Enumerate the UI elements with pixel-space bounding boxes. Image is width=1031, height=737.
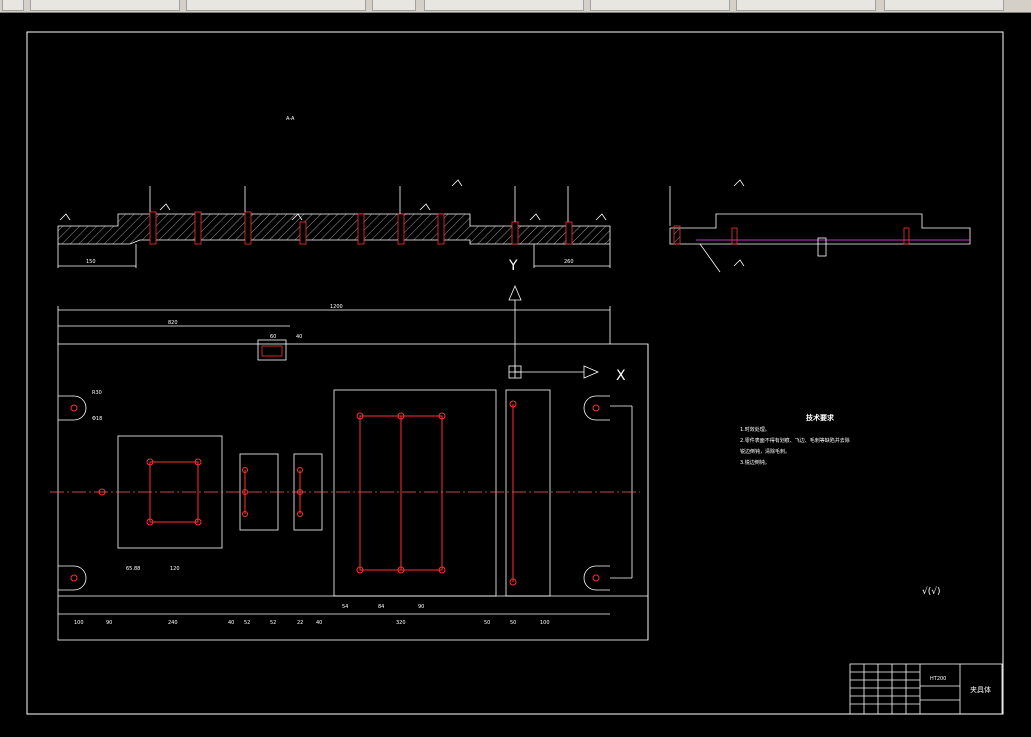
note-2: 2.零件表面不得有划痕、飞边、毛刺等缺陷并去除 xyxy=(740,437,850,444)
dim-inner-3: 54 xyxy=(342,604,348,610)
dim-left-section: 150 xyxy=(86,259,96,265)
dim-sub-length: 820 xyxy=(168,320,178,326)
dim-inner-4: 84 xyxy=(378,604,384,610)
note-3: 锐边倒钝，清除毛刺。 xyxy=(740,448,790,455)
note-1: 1.时效处理。 xyxy=(740,426,770,433)
dim-inner-1: 65.88 xyxy=(126,566,140,572)
plotstyle-dropdown[interactable] xyxy=(884,0,1004,11)
dim-bottom-5: 52 xyxy=(244,620,250,626)
axis-y-label: Y xyxy=(508,258,518,274)
dim-bottom-4: 40 xyxy=(228,620,234,626)
dim-bottom-7: 22 xyxy=(297,620,303,626)
dim-inner-5: 90 xyxy=(418,604,424,610)
dim-bottom-12: 100 xyxy=(540,620,550,626)
linetype-dropdown[interactable] xyxy=(590,0,730,11)
dim-right-section: 260 xyxy=(564,259,574,265)
dim-inner-2: 120 xyxy=(170,566,180,572)
dim-slot-offset: 40 xyxy=(296,334,302,340)
title-material: HT200 xyxy=(930,676,946,682)
dim-bottom-9: 320 xyxy=(396,620,406,626)
toolbar-button-1[interactable] xyxy=(2,0,24,11)
dim-bottom-8: 40 xyxy=(316,620,322,626)
dim-bottom-3: 240 xyxy=(168,620,178,626)
dim-bottom-1: 100 xyxy=(74,620,84,626)
title-block xyxy=(849,663,1003,715)
toolbar-group-layers[interactable] xyxy=(186,0,366,11)
side-view xyxy=(669,179,971,273)
dim-bottom-2: 90 xyxy=(106,620,112,626)
axis-x-label: X xyxy=(616,368,626,384)
section-view xyxy=(57,179,611,268)
dim-bottom-6: 52 xyxy=(270,620,276,626)
title-part-name: 夹具体 xyxy=(970,685,991,694)
notes-title: 技术要求 xyxy=(806,413,835,422)
dim-bottom-11: 50 xyxy=(510,620,516,626)
dim-overall-length: 1200 xyxy=(330,304,343,310)
dim-phi18: Φ18 xyxy=(92,416,102,422)
dim-bottom-10: 50 xyxy=(484,620,490,626)
ucs-icon xyxy=(508,284,600,379)
roughness-symbol: √(√) xyxy=(922,586,941,597)
hole-patterns xyxy=(70,400,600,586)
lineweight-dropdown[interactable] xyxy=(736,0,876,11)
plan-view xyxy=(57,306,649,641)
section-label: A-A xyxy=(286,116,295,122)
layer-dropdown[interactable] xyxy=(424,0,584,11)
toolbar-group-props[interactable] xyxy=(372,0,416,11)
technical-notes: 技术要求 1.时效处理。 2.零件表面不得有划痕、飞边、毛刺等缺陷并去除 锐边倒… xyxy=(740,413,850,466)
drawing-canvas[interactable]: A-A 150 260 xyxy=(0,12,1031,737)
note-4: 3.锐边倒钝。 xyxy=(740,459,770,466)
dim-r30: R30 xyxy=(92,390,102,396)
drawing-frame xyxy=(26,31,1004,715)
dim-slot-width: 60 xyxy=(270,334,276,340)
toolbar-group-standard[interactable] xyxy=(30,0,180,11)
autocad-toolbar xyxy=(0,0,1031,13)
